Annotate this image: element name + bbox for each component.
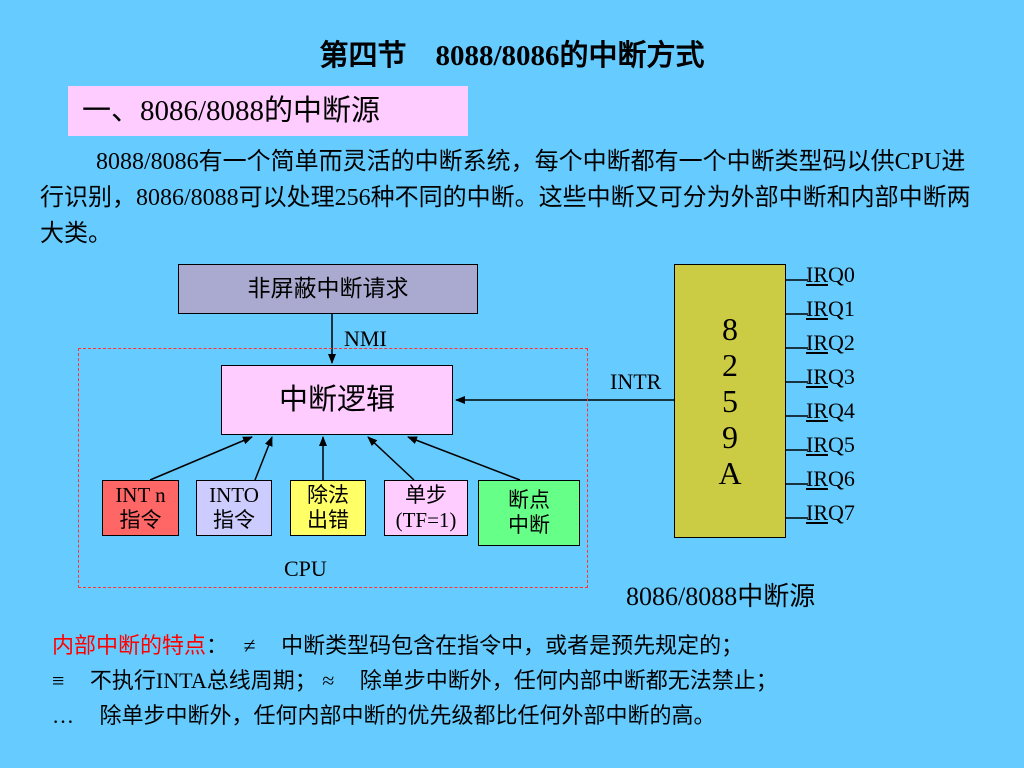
- irq-label-list: IRQ0 IRQ1 IRQ2 IRQ3 IRQ4 IRQ5 IRQ6 IRQ7: [806, 258, 855, 530]
- irq-label: IRQ7: [806, 500, 855, 525]
- cpu-label: CPU: [284, 556, 327, 581]
- irq-label: IRQ5: [806, 432, 855, 457]
- pic-8259a-chip: 8 2 5 9 A: [674, 264, 786, 538]
- nmi-request-box: 非屏蔽中断请求: [178, 264, 478, 314]
- pic-char: 5: [722, 383, 738, 419]
- note-item: 不执行INTA总线周期；: [89, 668, 317, 693]
- irq-label: IRQ2: [806, 330, 855, 355]
- note-item: 中断类型码包含在指令中，或者是预先规定的；: [281, 633, 744, 658]
- into-arrow: [254, 436, 273, 481]
- note-item: 除单步中断外，任何内部中断都无法禁止；: [359, 668, 778, 693]
- source-line2: 指令: [213, 508, 255, 532]
- source-line2: 出错: [307, 508, 349, 532]
- intr-label: INTR: [610, 369, 662, 394]
- irq-lines: [786, 279, 808, 519]
- bullet-mark: ≠: [243, 633, 256, 658]
- irq-label: IRQ4: [806, 398, 855, 423]
- notes-colon: ：: [206, 633, 229, 658]
- irq-label: IRQ6: [806, 466, 855, 491]
- bullet-mark: ≈: [322, 668, 335, 693]
- irq-label: IRQ3: [806, 364, 855, 389]
- intro-text: 8088/8086有一个简单而灵活的中断系统，每个中断都有一个中断类型码以供CP…: [40, 149, 971, 247]
- source-line2: 指令: [119, 508, 162, 532]
- source-line1: 除法: [307, 482, 349, 507]
- notes-heading: 内部中断的特点: [52, 633, 207, 658]
- source-line2: (TF=1): [395, 508, 457, 532]
- pic-char: 9: [722, 419, 738, 455]
- single-step-source: 单步(TF=1): [384, 480, 468, 536]
- single-step-arrow: [367, 436, 415, 481]
- pic-char: A: [718, 455, 742, 491]
- breakpoint-arrow: [407, 436, 521, 481]
- breakpoint-source: 断点中断: [478, 480, 580, 546]
- pic-char: 8: [722, 311, 738, 347]
- interrupt-logic-box: 中断逻辑: [221, 365, 453, 435]
- note-item: 除单步中断外，任何内部中断的优先级都比任何外部中断的高。: [99, 703, 716, 728]
- bullet-mark: ≡: [52, 668, 65, 693]
- source-line1: 单步: [405, 482, 447, 507]
- source-line1: INT n: [115, 482, 166, 507]
- page-title: 第四节 8088/8086的中断方式: [319, 40, 705, 72]
- source-line1: 断点: [508, 487, 550, 512]
- section-heading: 一、8086/8088的中断源: [68, 86, 468, 136]
- diagram-caption: 8086/8088中断源: [626, 582, 816, 611]
- source-line2: 中断: [508, 513, 550, 537]
- bullet-mark: …: [52, 703, 74, 728]
- divide-error-source: 除法出错: [290, 480, 366, 536]
- intro-paragraph: 8088/8086有一个简单而灵活的中断系统，每个中断都有一个中断类型码以供CP…: [40, 144, 980, 252]
- internal-interrupt-notes: 内部中断的特点： ≠ 中断类型码包含在指令中，或者是预先规定的； ≡ 不执行IN…: [52, 628, 992, 733]
- int-n-arrow: [149, 436, 253, 481]
- cpu-boundary: [78, 348, 588, 588]
- irq-label: IRQ0: [806, 262, 855, 287]
- source-line1: INTO: [209, 482, 259, 507]
- pic-char: 2: [722, 347, 738, 383]
- irq-label: IRQ1: [806, 296, 855, 321]
- nmi-label: NMI: [344, 326, 387, 351]
